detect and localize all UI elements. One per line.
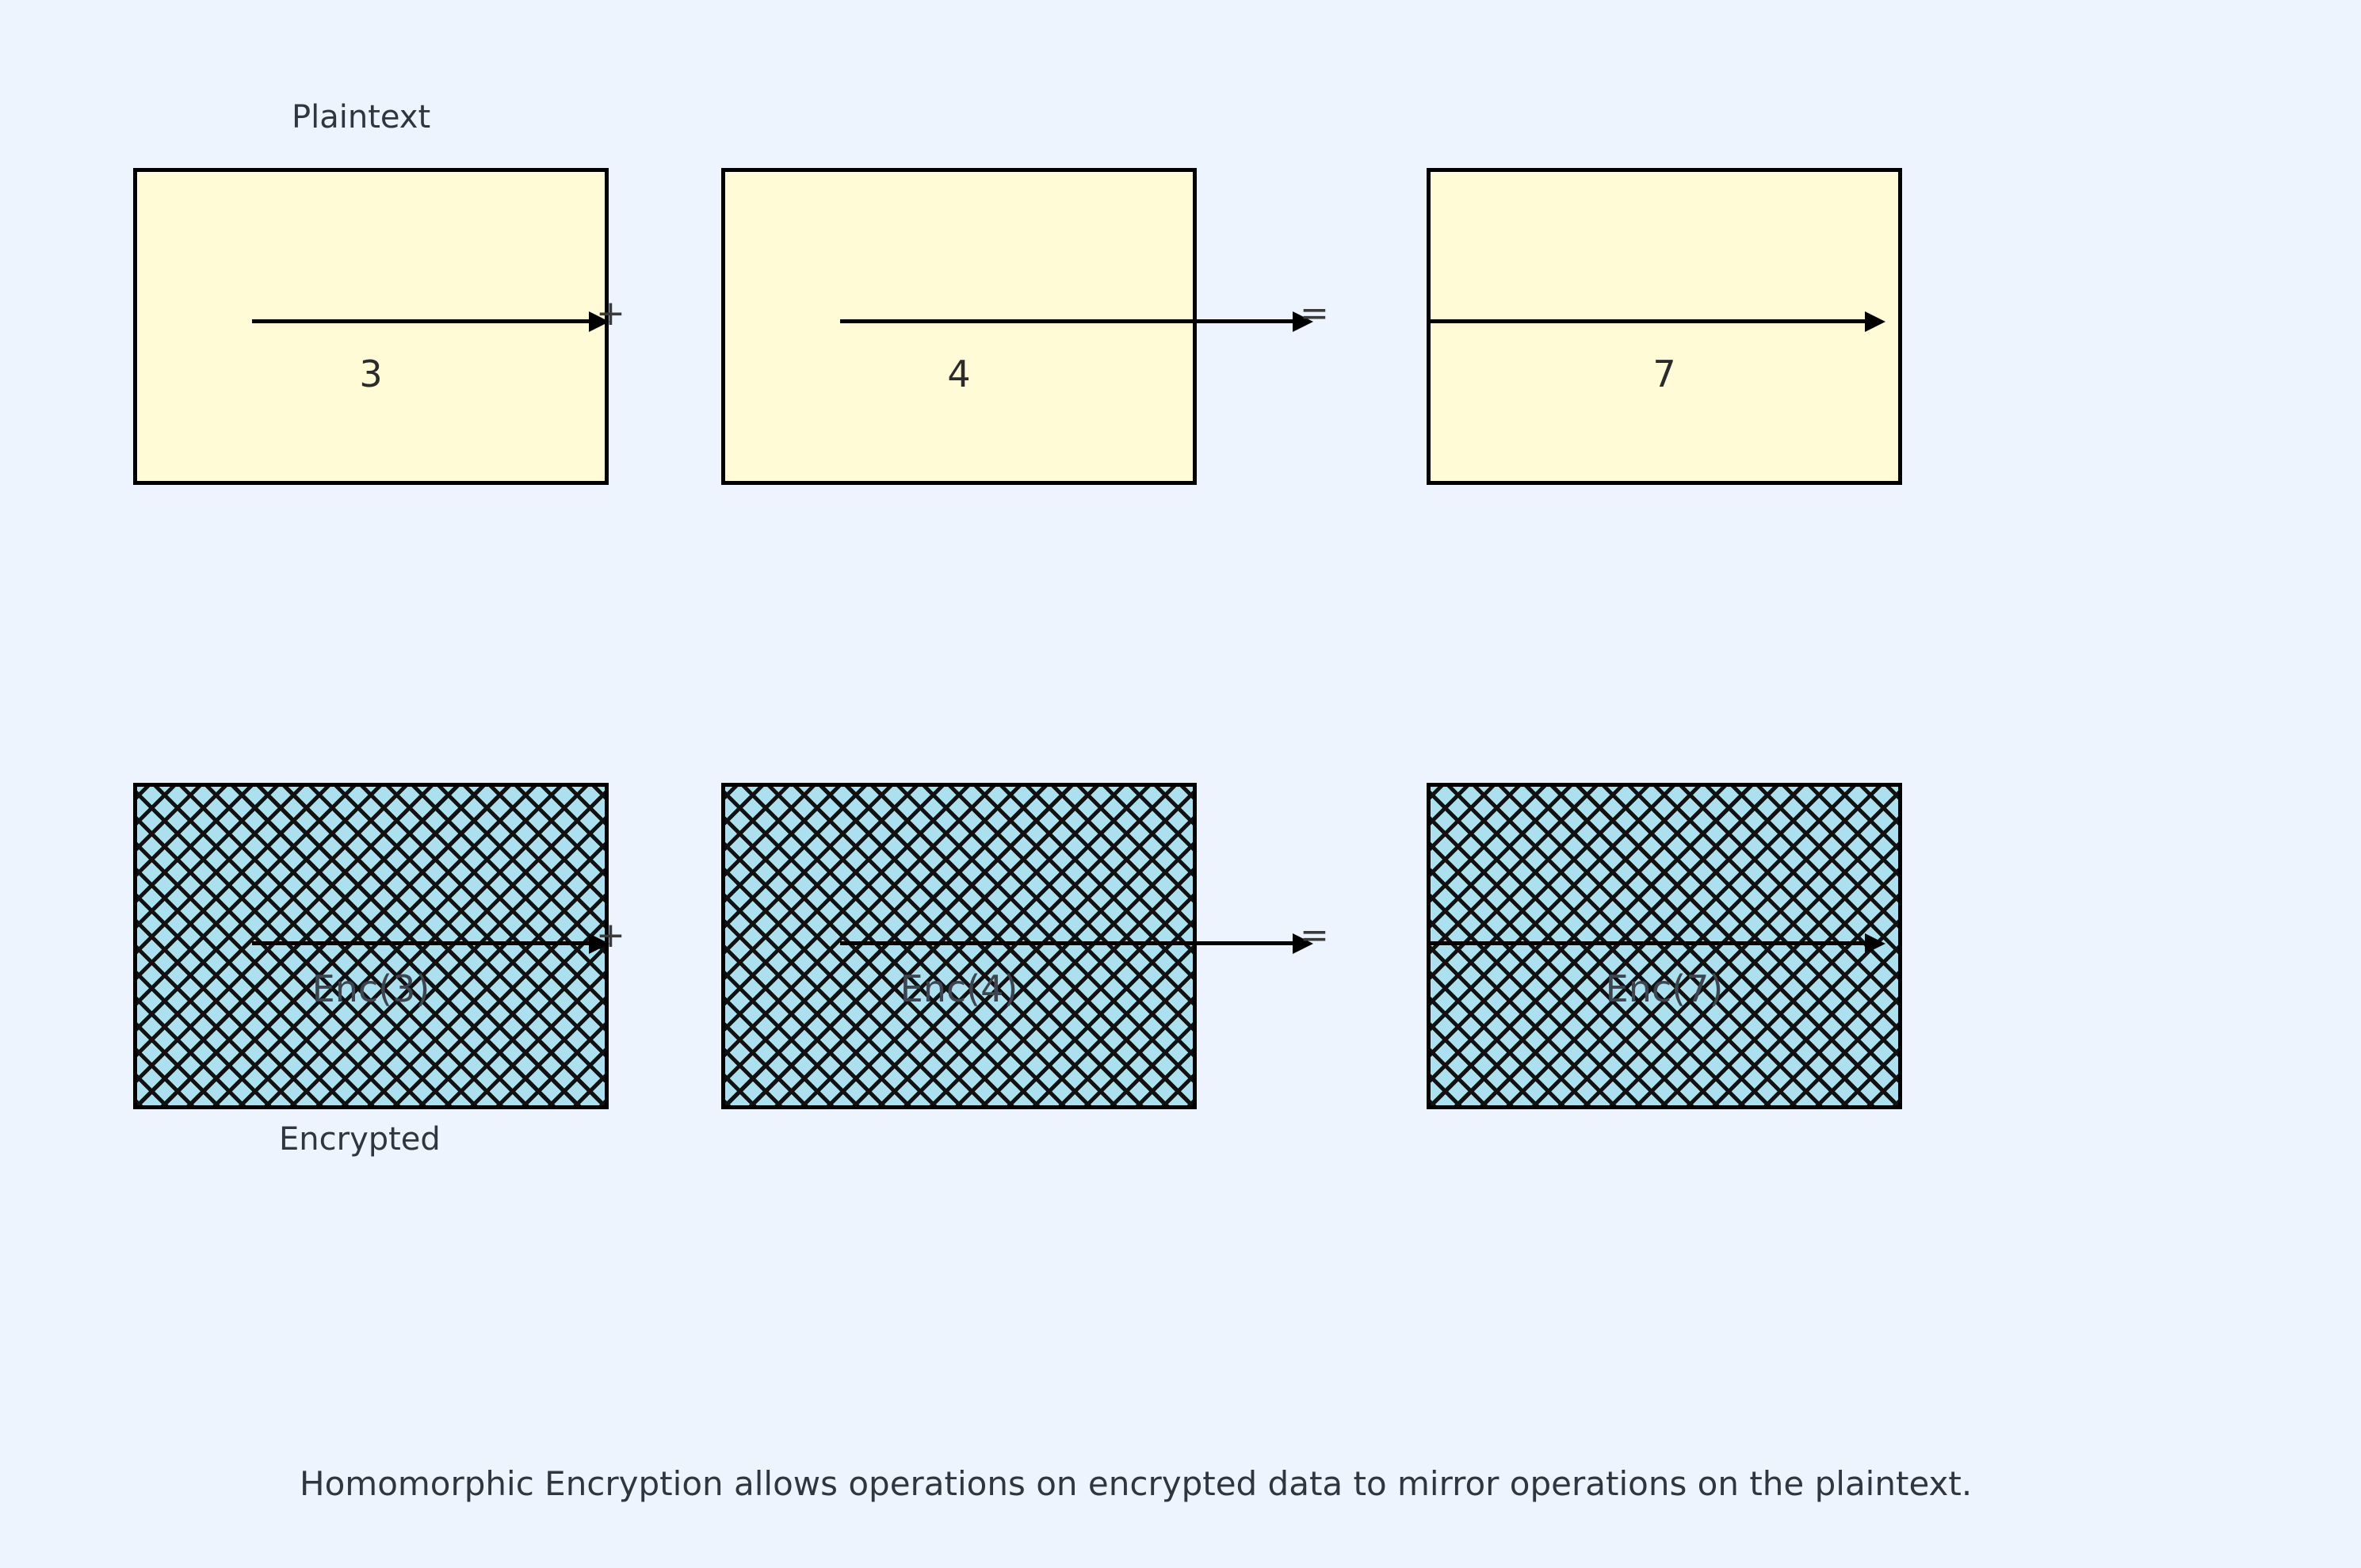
- plus-icon: +: [596, 293, 625, 334]
- encrypted-box-2-value: Enc(4): [900, 967, 1018, 1010]
- encrypted-box-3: Enc(7): [1427, 783, 1902, 1109]
- plus-icon: +: [596, 915, 625, 956]
- encrypted-box-3-value: Enc(7): [1605, 967, 1724, 1010]
- equals-icon: =: [1300, 293, 1329, 334]
- crosshatch-pattern: [725, 787, 1193, 1105]
- plaintext-box-3-value: 7: [1652, 353, 1676, 395]
- plaintext-box-1-value: 3: [359, 353, 383, 395]
- arrow-right-icon: [589, 933, 609, 954]
- plaintext-box-2: 4: [721, 168, 1197, 485]
- encrypted-box-1-value: Enc(3): [311, 967, 430, 1010]
- encrypted-arrow-2-line: [840, 941, 1293, 945]
- plaintext-arrow-3-line: [1428, 319, 1876, 323]
- arrow-right-icon: [1865, 311, 1885, 332]
- plaintext-box-2-value: 4: [947, 353, 971, 395]
- crosshatch-pattern: [137, 787, 605, 1105]
- arrow-right-icon: [589, 311, 609, 332]
- arrow-right-icon: [1865, 933, 1885, 954]
- encrypted-arrow-1-line: [252, 941, 589, 945]
- arrow-right-icon: [1293, 933, 1313, 954]
- plaintext-box-3: 7: [1427, 168, 1902, 485]
- plaintext-row-label: Plaintext: [292, 99, 431, 135]
- encrypted-arrow-3-line: [1428, 941, 1876, 945]
- crosshatch-pattern: [1431, 787, 1898, 1105]
- encrypted-box-1: Enc(3): [133, 783, 609, 1109]
- diagram-caption: Homomorphic Encryption allows operations…: [300, 1464, 1973, 1503]
- plaintext-arrow-1-line: [252, 319, 589, 323]
- encrypted-box-2: Enc(4): [721, 783, 1197, 1109]
- arrow-right-icon: [1293, 311, 1313, 332]
- plaintext-arrow-2-line: [840, 319, 1293, 323]
- equals-icon: =: [1300, 915, 1329, 956]
- plaintext-box-1: 3: [133, 168, 609, 485]
- encrypted-row-label: Encrypted: [279, 1121, 441, 1158]
